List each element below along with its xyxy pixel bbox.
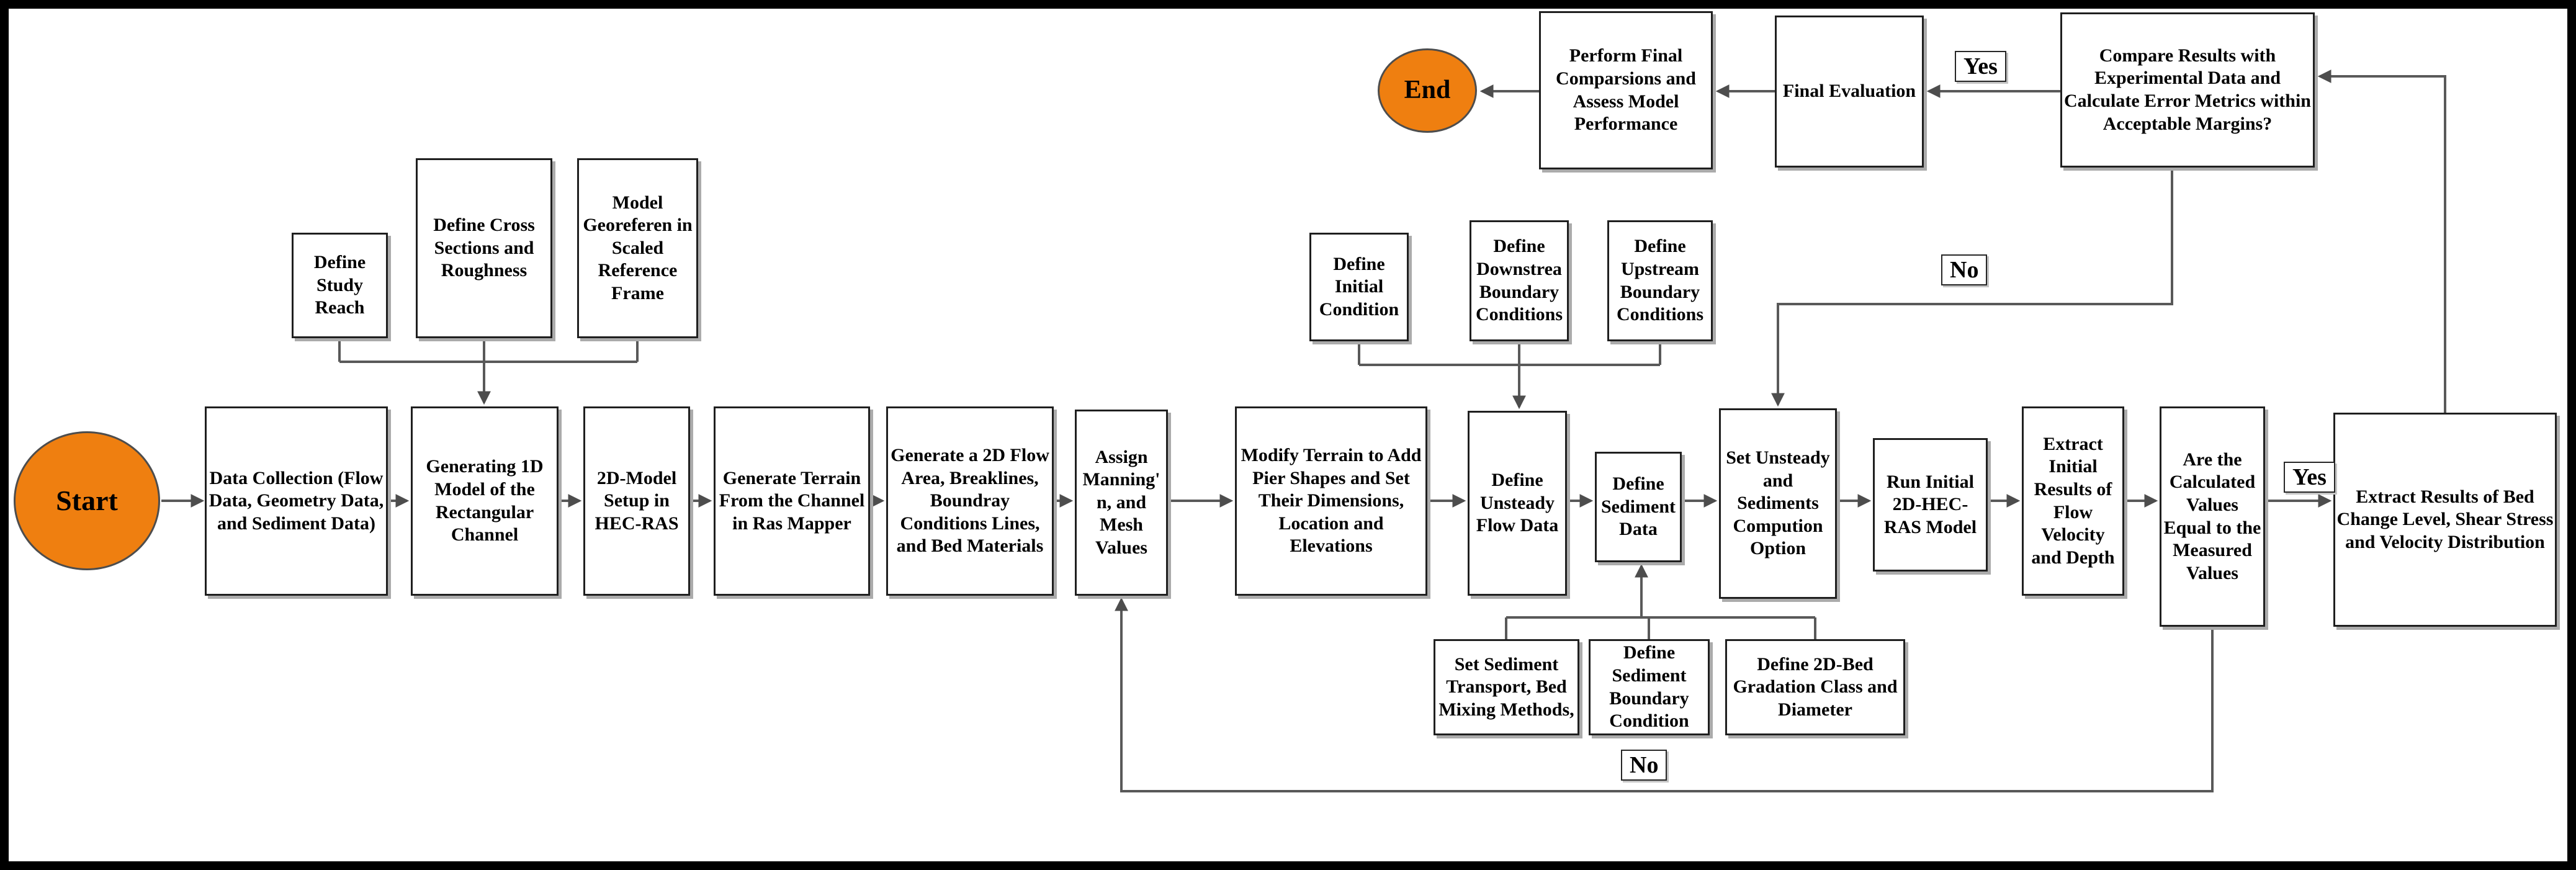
node-generate-terrain-label: Generate Terrain From the Channel in Ras… [719,467,865,534]
node-generate-flow-area-label: Generate a 2D Flow Area, Breaklines, Bou… [891,445,1049,557]
node-define-sediment-boundary-label: Define Sediment Boundary Condition [1609,642,1689,732]
node-extract-initial-results: Extract Initial Results of Flow Velocity… [2022,406,2124,596]
node-set-unsteady-sediments: Set Unsteady and Sediments Compution Opt… [1719,408,1837,599]
node-data-collection-label: Data Collection (Flow Data, Geometry Dat… [209,467,384,534]
node-set-sediment-transport-label: Set Sediment Transport, Bed Mixing Metho… [1438,653,1574,720]
node-modify-terrain: Modify Terrain to Add Pier Shapes and Se… [1235,406,1427,596]
node-2d-model-setup-label: 2D-Model Setup in HEC-RAS [595,467,679,534]
node-define-cross-sections-label: Define Cross Sections and Roughness [433,215,535,281]
node-assign-manning: Assign Manning' n, and Mesh Values [1075,410,1168,596]
node-set-sediment-transport: Set Sediment Transport, Bed Mixing Metho… [1434,639,1579,735]
edge-label-yes-right: Yes [2284,462,2335,493]
edge-label-yes-top-text: Yes [1963,53,1998,79]
node-define-downstream-boundary-label: Define Downstrea Boundary Conditions [1475,236,1563,325]
node-compare-results: Compare Results with Experimental Data a… [2060,12,2315,168]
node-model-georeference-label: Model Georeferen in Scaled Reference Fra… [583,192,693,303]
edge-label-yes-top: Yes [1955,51,2006,82]
node-assign-manning-label: Assign Manning' n, and Mesh Values [1082,446,1160,558]
node-define-initial-condition-label: Define Initial Condition [1319,253,1399,320]
node-generating-1d-model-label: Generating 1D Model of the Rectangular C… [426,456,544,545]
node-run-initial-model: Run Initial 2D-HEC-RAS Model [1873,438,1988,572]
connector-compare-no-to-set-unsteady [1771,164,2173,407]
node-model-georeference: Model Georeferen in Scaled Reference Fra… [577,158,698,338]
node-generate-flow-area: Generate a 2D Flow Area, Breaklines, Bou… [886,406,1054,596]
node-define-study-reach-label: Define Study Reach [313,252,366,318]
node-define-unsteady-flow-label: Define Unsteady Flow Data [1476,470,1559,536]
node-define-upstream-boundary: Define Upstream Boundary Conditions [1607,220,1713,341]
edge-label-no-top-text: No [1950,257,1979,283]
node-generate-terrain: Generate Terrain From the Channel in Ras… [714,406,870,596]
node-generating-1d-model: Generating 1D Model of the Rectangular C… [411,406,559,596]
node-extract-initial-results-label: Extract Initial Results of Flow Velocity… [2031,433,2115,568]
node-define-2d-bed-gradation: Define 2D-Bed Gradation Class and Diamet… [1725,639,1905,735]
end-terminal: End [1378,48,1477,133]
node-compare-results-label: Compare Results with Experimental Data a… [2064,45,2311,134]
node-final-evaluation: Final Evaluation [1775,16,1924,168]
edge-label-no-top: No [1941,254,1988,285]
node-define-sediment-data: Define Sediment Data [1595,452,1682,562]
node-modify-terrain-label: Modify Terrain to Add Pier Shapes and Se… [1241,445,1422,557]
node-are-values-equal: Are the Calculated Values Equal to the M… [2160,406,2265,627]
node-run-initial-model-label: Run Initial 2D-HEC-RAS Model [1883,471,1977,537]
node-define-sediment-data-label: Define Sediment Data [1601,473,1676,540]
node-define-upstream-boundary-label: Define Upstream Boundary Conditions [1616,236,1704,325]
node-perform-final-comparisons: Perform Final Comparsions and Assess Mod… [1539,11,1713,169]
node-set-unsteady-sediments-label: Set Unsteady and Sediments Compution Opt… [1726,447,1830,559]
connector-are-values-no-to-assign-manning [1115,597,2214,792]
edge-label-no-bottom: No [1621,750,1667,781]
start-label: Start [56,484,118,516]
node-perform-final-comparisons-label: Perform Final Comparsions and Assess Mod… [1556,45,1696,135]
node-define-downstream-boundary: Define Downstrea Boundary Conditions [1470,220,1569,341]
node-data-collection: Data Collection (Flow Data, Geometry Dat… [205,406,388,596]
node-define-study-reach: Define Study Reach [292,233,388,338]
end-label: End [1404,76,1451,105]
connector-extract-results-to-compare [2317,70,2446,413]
node-define-unsteady-flow: Define Unsteady Flow Data [1468,411,1567,596]
edge-label-no-bottom-text: No [1630,752,1659,778]
edge-label-yes-right-text: Yes [2292,464,2327,490]
node-final-evaluation-label: Final Evaluation [1782,81,1916,102]
node-extract-results-bed-label: Extract Results of Bed Change Level, She… [2336,486,2554,552]
node-are-values-equal-label: Are the Calculated Values Equal to the M… [2163,449,2261,583]
node-extract-results-bed: Extract Results of Bed Change Level, She… [2333,413,2557,627]
node-define-initial-condition: Define Initial Condition [1309,233,1409,341]
node-define-cross-sections: Define Cross Sections and Roughness [416,158,552,338]
node-define-sediment-boundary: Define Sediment Boundary Condition [1589,639,1710,735]
start-terminal: Start [14,431,160,570]
node-define-2d-bed-gradation-label: Define 2D-Bed Gradation Class and Diamet… [1733,653,1898,720]
node-2d-model-setup: 2D-Model Setup in HEC-RAS [583,406,690,596]
